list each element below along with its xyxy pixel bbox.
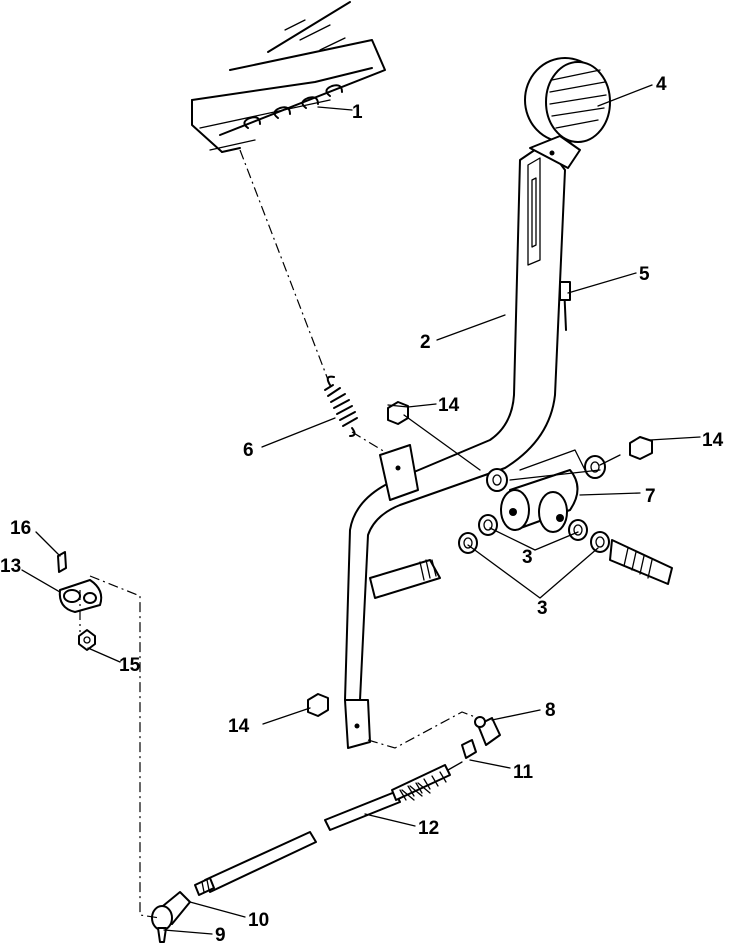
callout-4: 4 [656, 74, 667, 95]
rod-clevis [461, 716, 501, 759]
callout-14b: 14 [702, 430, 724, 451]
callout-3b: 3 [537, 598, 548, 619]
callout-13: 13 [0, 556, 21, 577]
pedal-pad [524, 57, 611, 169]
callout-2: 2 [420, 332, 431, 353]
adjust-pin [559, 281, 571, 331]
callout-14a: 14 [438, 395, 460, 416]
callout-6: 6 [243, 440, 254, 461]
pivot-washers [458, 455, 610, 554]
callout-14c: 14 [228, 716, 250, 737]
dash-center-lines [79, 575, 161, 919]
callout-16: 16 [10, 518, 31, 539]
callout-8: 8 [545, 700, 556, 721]
callout-12: 12 [418, 818, 439, 839]
callout-1: 1 [352, 102, 363, 123]
frame-bracket [191, 1, 386, 153]
spring-hooks [243, 84, 343, 129]
pivot-shaft [369, 539, 673, 599]
mount-plate [57, 551, 103, 651]
return-spring [239, 149, 396, 459]
callout-5: 5 [639, 264, 650, 285]
callout-10: 10 [248, 910, 269, 931]
callout-9: 9 [215, 925, 226, 946]
callout-11: 11 [513, 762, 534, 783]
pedal-lever [344, 142, 566, 749]
ball-joint [151, 877, 215, 943]
callout-labels: 1 2 3 3 4 5 6 7 8 9 10 11 12 13 14 14 14… [0, 74, 724, 946]
pivot-bushing [500, 449, 586, 533]
callout-15: 15 [119, 655, 141, 676]
callout-7: 7 [645, 486, 656, 507]
callout-3a: 3 [522, 547, 533, 568]
leader-lines [21, 84, 701, 935]
brake-rod [204, 711, 479, 893]
lock-nuts [307, 401, 653, 717]
